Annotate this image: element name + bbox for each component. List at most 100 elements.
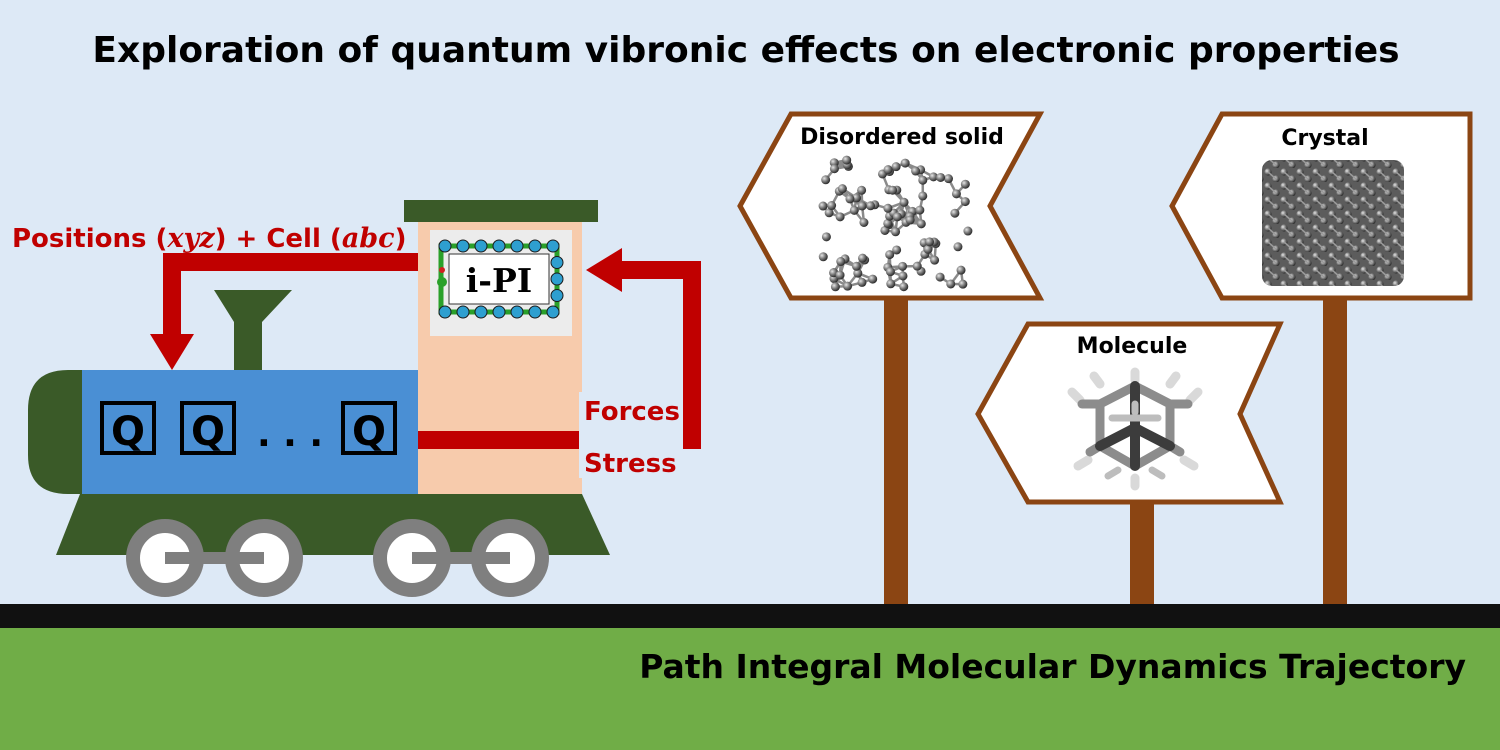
disordered-atom [836,257,846,267]
disordered-atom [943,174,953,184]
disordered-atom [845,194,855,204]
disordered-atom [866,201,876,211]
ipi-logo-bead [546,239,560,253]
post-crystal [1323,298,1347,604]
disordered-atom [851,261,861,271]
disordered-atom [835,270,845,280]
ipi-logo-bead [474,239,488,253]
disordered-atom [857,277,867,287]
disordered-atom [821,175,831,185]
disordered-atom [885,267,895,277]
sign-crystal: Crystal [1169,111,1473,301]
train-cabin-roof [404,200,598,222]
post-disordered [884,298,908,604]
disordered-atom [858,253,868,263]
disordered-atom [905,215,915,225]
ipi-logo-bead [510,239,524,253]
disordered-atom [835,212,845,222]
train-smokestack [214,290,292,370]
disordered-atom [915,205,925,215]
stress-label: Stress [584,449,677,479]
disordered-atom [928,172,938,182]
sign-disordered-solid: Disordered solid [737,111,1045,301]
molecule-structure-image [1067,367,1203,491]
disordered-atom [829,164,839,174]
disordered-atom [857,185,867,195]
disordered-atom [886,279,896,289]
disordered-atom [960,179,970,189]
disordered-atom [956,265,966,275]
positions-cell-label: Positions (xyz) + Cell (abc) [12,223,407,254]
disordered-atom [923,244,933,254]
disordered-atom [900,158,910,168]
forces-label-backdrop [579,392,683,478]
disordered-atom [891,227,901,237]
svg-text:Q: Q [111,409,145,455]
disordered-atom [951,189,961,199]
disordered-atom [936,172,946,182]
sign-label-disordered: Disordered solid [800,125,1004,150]
disordered-atom [918,175,928,185]
crystal-structure-image [1262,160,1404,286]
disordered-atom [842,155,852,165]
disordered-atom [916,219,926,229]
disordered-atom [958,279,968,289]
train-nose [28,370,82,494]
ipi-logo-bead [456,239,470,253]
disordered-atom [935,272,945,282]
disordered-atom [880,225,890,235]
rail-track [0,604,1500,628]
disordered-atom [830,282,840,292]
disordered-atom [892,212,902,222]
disordered-atom [891,162,901,172]
disordered-atom [930,255,940,265]
disordered-atom [899,197,909,207]
disordered-atom [912,261,922,271]
ipi-logo-bead [510,305,524,319]
ellipsis: . . . [257,414,323,455]
disordered-atom [963,226,973,236]
locomotive: Q Q . . . Q i-PI [28,200,610,597]
disordered-atom [960,197,970,207]
disordered-atom [892,245,902,255]
disordered-atom [918,191,928,201]
ipi-logo-bead [456,305,470,319]
svg-text:Q: Q [191,409,225,455]
disordered-atom [885,250,895,260]
disordered-atom [883,203,893,213]
disordered-atom [888,185,898,195]
disordered-atom [911,166,921,176]
disordered-atom [950,208,960,218]
disordered-atom [925,237,935,247]
disordered-atom [883,218,893,228]
disordered-atom [853,268,863,278]
disordered-atom [818,201,828,211]
disordered-atom [843,281,853,291]
q-box-1: Q [100,401,156,455]
ipi-logo-bead [550,256,564,269]
post-molecule [1130,502,1154,604]
ipi-logo-bead [474,305,488,319]
disordered-atom [818,252,828,262]
sign-label-crystal: Crystal [1281,126,1368,151]
disordered-atom [859,218,869,228]
wheels [126,519,549,597]
disordered-atom [837,184,847,194]
disordered-atom [868,274,878,284]
forces-arrow [418,248,701,449]
forces-label: Forces [584,397,680,427]
disordered-atom [946,279,956,289]
ipi-logo-bead [528,239,542,253]
footer-label: Path Integral Molecular Dynamics Traject… [639,647,1466,686]
disordered-structure-image [818,155,973,292]
ipi-logo-bead [550,272,564,286]
ipi-logo: i-PI [430,230,572,336]
page-title: Exploration of quantum vibronic effects … [92,30,1399,71]
disordered-atom [899,282,909,292]
train-boiler [82,370,418,494]
ipi-logo-bead [528,305,542,319]
ipi-logo-text: i-PI [466,261,532,300]
disordered-atom [898,261,908,271]
disordered-atom [852,193,862,203]
